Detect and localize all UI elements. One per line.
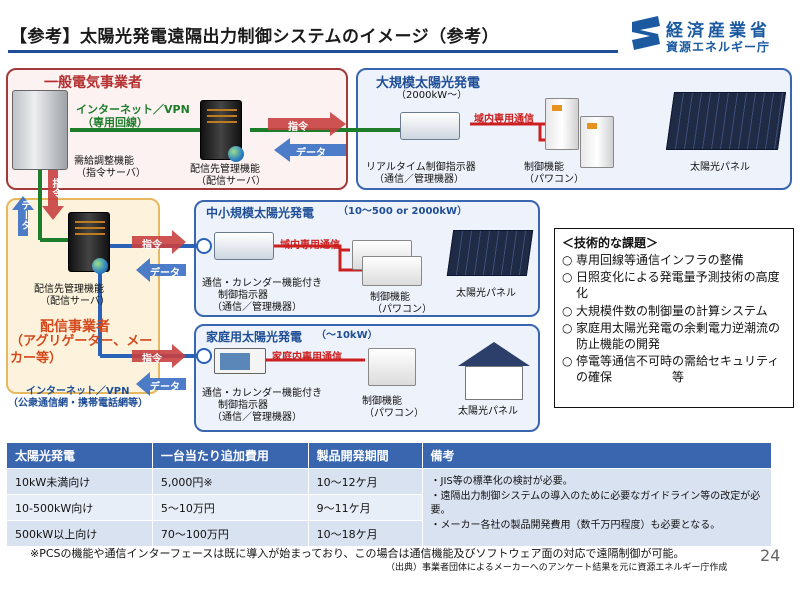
source-note: （出典）事業者団体によるメーカーへのアンケート結果を元に資源エネルギー庁作成 xyxy=(386,563,728,573)
mid-device-label: 通信・カレンダー機能付き xyxy=(202,278,322,289)
home-pcs: （パワコン） xyxy=(364,408,424,419)
utility-distribution-server: （配信サーバ） xyxy=(196,176,266,187)
issues-title: ＜技術的な課題＞ xyxy=(562,236,659,250)
home-pcs-icon xyxy=(368,348,416,386)
issue-item: 停電等通信不可時の需給セキュリティの確保 等 xyxy=(562,353,790,385)
aggregator-internet-vpn: インターネット／VPN xyxy=(26,386,130,397)
table-cell: 10〜18ケ月 xyxy=(307,520,423,547)
aggregator-maker: （アグリゲーター、メーカー等） xyxy=(10,334,153,366)
issue-item: 専用回線等通信インフラの整備 xyxy=(562,252,790,268)
home-device2-label: 制御指示器 xyxy=(218,400,268,411)
issue-item: 家庭用太陽光発電の余剰電力逆潮流の防止機能の開発 xyxy=(562,320,790,352)
large-panel-label: 太陽光パネル xyxy=(690,162,750,173)
aggregator-globe-icon xyxy=(92,258,108,274)
table-cell: 10-500kW向け xyxy=(6,494,153,521)
cost-table: 太陽光発電 一台当たり追加費用 製品開発期間 備考 10kW未満向け 5,000… xyxy=(6,442,773,547)
realtime-device-label: リアルタイム制御指示器 xyxy=(366,162,476,173)
supply-demand-server-icon xyxy=(12,90,68,170)
table-header-solar: 太陽光発電 xyxy=(6,442,153,469)
utility-distribution-func: 配信先管理機能 xyxy=(190,164,260,175)
command-tag-vertical: 指令 xyxy=(50,178,61,198)
mid-title: 中小規模太陽光発電 xyxy=(206,206,315,220)
aggregator-operator: 配信事業者 xyxy=(40,319,110,335)
utility-dedicated-line: （専用回線） xyxy=(82,116,148,129)
table-row: 500kW以上向け 70〜100万円 10〜18ケ月 xyxy=(6,520,772,547)
connection-lines xyxy=(12,112,575,396)
table-cell: 10〜12ケ月 xyxy=(307,468,423,495)
table-cell: 500kW以上向け xyxy=(6,520,153,547)
mid-capacity: （10〜500 or 2000kW） xyxy=(338,206,468,217)
large-dedicated-comm: 域内専用通信 xyxy=(474,114,534,125)
mid-pcs-icon-2 xyxy=(362,256,422,286)
mid-panel-label: 太陽光パネル xyxy=(456,288,516,299)
aggregator-public-network: （公衆通信網・携帯電話網等） xyxy=(8,398,148,409)
house-roof-icon xyxy=(458,342,530,366)
data-tag-vertical: データ xyxy=(19,200,30,230)
large-control-func: 制御機能 xyxy=(524,162,564,173)
large-title: 大規模太陽光発電 xyxy=(376,76,481,91)
mid-device2-label: 制御指示器 xyxy=(218,290,268,301)
table-notes-cell: ・JIS等の標準化の検討が必要。 ・遠隔出力制御システムの導入のために必要なガイ… xyxy=(421,468,773,547)
page-title: 【参考】太陽光発電遠隔出力制御システムのイメージ（参考） xyxy=(10,27,500,47)
footnote: ※PCSの機能や通信インターフェースは既に導入が始まっており、この場合は通信機能… xyxy=(30,547,685,560)
home-comm-device: （通信／管理機器） xyxy=(212,412,302,423)
table-header-period: 製品開発期間 xyxy=(307,442,423,469)
table-note: ・JIS等の標準化の検討が必要。 xyxy=(430,476,573,487)
home-device-label: 通信・カレンダー機能付き xyxy=(202,388,322,399)
mid-comm-device: （通信／管理機器） xyxy=(212,302,302,313)
issue-item: 大規模件数の制御量の計算システム xyxy=(562,303,790,319)
table-cell: 5,000円※ xyxy=(151,468,309,495)
title-rule xyxy=(8,50,618,53)
aggregator-distribution-server: （配信サーバ） xyxy=(40,296,110,307)
issue-item: 日照変化による発電量予測技術の高度化 xyxy=(562,269,790,301)
large-solar-panel-icon xyxy=(665,92,787,150)
mid-pcs: （パワコン） xyxy=(372,304,432,315)
utility-distribution-server-icon xyxy=(200,100,242,160)
table-header-notes: 備考 xyxy=(421,442,773,469)
aggregator-distribution-func: 配信先管理機能 xyxy=(34,284,104,295)
home-dedicated-comm: 家庭内専用通信 xyxy=(272,352,342,363)
large-capacity: （2000kW〜） xyxy=(396,90,468,101)
home-panel-label: 太陽光パネル xyxy=(458,406,518,417)
utility-internet-vpn: インターネット／VPN xyxy=(76,103,190,116)
realtime-controller-icon xyxy=(400,112,460,140)
data-tag-3: データ xyxy=(150,382,180,393)
table-row: 10-500kW向け 5〜10万円 9〜11ケ月 xyxy=(6,494,772,521)
table-cell: 5〜10万円 xyxy=(151,494,309,521)
table-row: 10kW未満向け 5,000円※ 10〜12ケ月 ・JIS等の標準化の検討が必要… xyxy=(6,468,773,547)
utility-title: 一般電気事業者 xyxy=(44,75,142,91)
meti-logo-icon xyxy=(632,16,660,50)
command-tag-2: 指令 xyxy=(142,240,162,251)
page-number: 24 xyxy=(760,546,781,565)
pcs-cabinet-icon-1 xyxy=(545,98,579,150)
command-tag-1: 指令 xyxy=(288,122,308,133)
mid-solar-panel-icon xyxy=(446,230,534,276)
table-note: ・メーカー各社の製品開発費用（数千万円程度）も必要となる。 xyxy=(430,519,721,531)
logo-agency: 資源エネルギー庁 xyxy=(666,40,771,54)
table-cell: 9〜11ケ月 xyxy=(307,494,423,521)
house-icon xyxy=(465,366,523,400)
data-tag-1: データ xyxy=(296,148,326,159)
logo-ministry: 経済産業省 xyxy=(666,21,771,41)
table-cell: 10kW未満向け xyxy=(6,468,153,495)
table-note: ・遠隔出力制御システムの導入のために必要なガイドライン等の改定が必要。 xyxy=(430,490,761,517)
home-title: 家庭用太陽光発電 xyxy=(206,330,303,344)
table-header-cost: 一台当たり追加費用 xyxy=(151,442,309,469)
home-control-func: 制御機能 xyxy=(362,396,402,407)
mid-controller-icon xyxy=(214,232,274,260)
supply-demand-label: 需給調整機能 xyxy=(74,156,134,167)
large-pcs: （パワコン） xyxy=(524,174,584,185)
home-controller-icon xyxy=(214,348,266,374)
command-server-label: （指令サーバ） xyxy=(76,168,146,179)
command-tag-3: 指令 xyxy=(142,354,162,365)
issues-list: 専用回線等通信インフラの整備 日照変化による発電量予測技術の高度化 大規模件数の… xyxy=(562,252,790,387)
pcs-cabinet-icon-2 xyxy=(580,116,614,168)
globe-icon xyxy=(228,146,244,162)
home-capacity: （〜10kW） xyxy=(316,330,378,341)
data-tag-2: データ xyxy=(150,268,180,279)
mid-control-func: 制御機能 xyxy=(370,292,410,303)
table-cell: 70〜100万円 xyxy=(151,520,309,547)
mid-dedicated-comm: 域内専用通信 xyxy=(280,240,340,251)
large-comm-device: （通信／管理機器） xyxy=(374,174,464,185)
